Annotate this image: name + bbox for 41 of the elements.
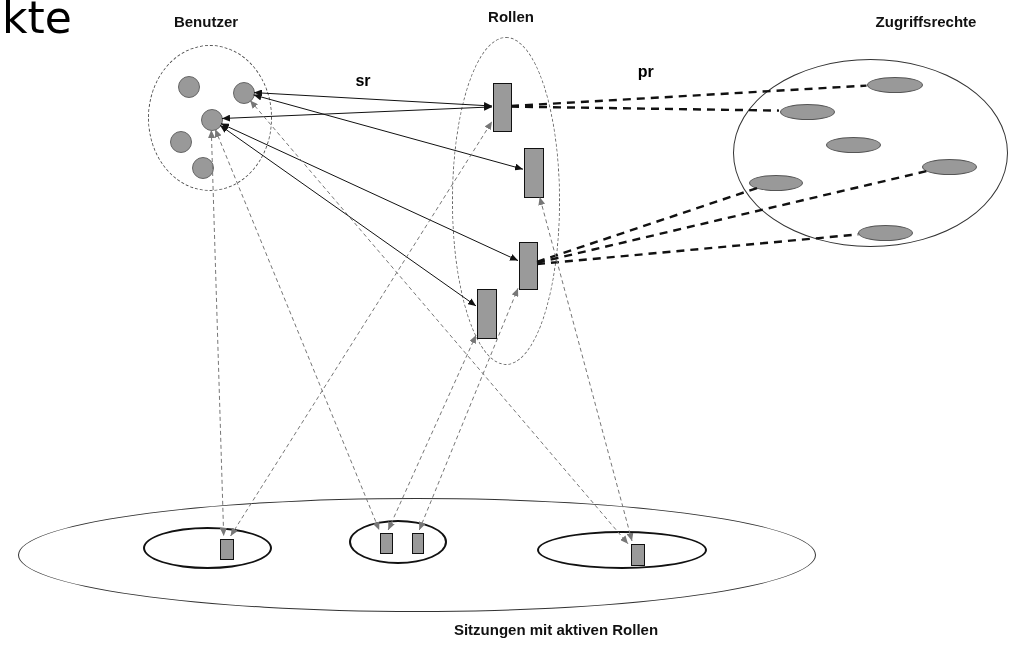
- permission-ellipse: [826, 137, 881, 153]
- user-circle: [170, 131, 192, 153]
- arrow: [230, 121, 493, 537]
- active-role-rectangle: [412, 533, 424, 554]
- user-circle: [192, 157, 214, 179]
- connector-line: [536, 169, 928, 264]
- arrow: [220, 123, 519, 262]
- connector-line: [536, 186, 758, 263]
- arrow: [538, 196, 634, 542]
- role-rectangle: [519, 242, 538, 290]
- active-role-rectangle: [220, 539, 234, 560]
- arrow: [214, 128, 380, 531]
- arrow: [253, 93, 524, 171]
- role-rectangle: [477, 289, 497, 339]
- permission-ellipse: [867, 77, 923, 93]
- session-ellipse: [143, 527, 272, 569]
- active-role-rectangle: [380, 533, 393, 554]
- title-fragment: kte: [2, 0, 72, 43]
- set-heading: Zugriffsrechte: [875, 13, 977, 30]
- arrow: [249, 99, 629, 545]
- role-rectangle: [493, 83, 512, 132]
- role-rectangle: [524, 148, 544, 198]
- set-heading: Rollen: [488, 8, 534, 25]
- permission-ellipse: [780, 104, 835, 120]
- set-heading: Benutzer: [173, 13, 239, 30]
- arrow: [208, 129, 227, 537]
- permission-ellipse: [858, 225, 913, 241]
- arrow: [387, 334, 477, 531]
- user-circle: [233, 82, 255, 104]
- permission-ellipse: [922, 159, 977, 175]
- permission-ellipse: [749, 175, 803, 191]
- user-circle: [201, 109, 223, 131]
- connector-line: [511, 105, 779, 112]
- user-circle: [178, 76, 200, 98]
- session-ellipse: [349, 520, 447, 564]
- arrow: [219, 124, 477, 307]
- set-heading: Sitzungen mit aktiven Rollen: [453, 621, 659, 638]
- active-role-rectangle: [631, 544, 645, 566]
- arrow: [221, 103, 493, 122]
- arrow: [418, 287, 519, 531]
- session-ellipse: [537, 531, 707, 569]
